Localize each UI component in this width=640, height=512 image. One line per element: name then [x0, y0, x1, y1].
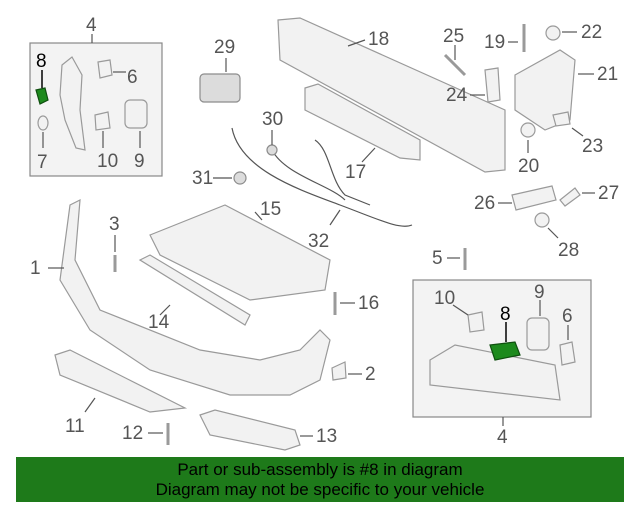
- fog-grille-13: [199, 409, 301, 451]
- absorber-14: [138, 254, 251, 326]
- callout-13: 13: [316, 426, 337, 447]
- nut-28: [534, 212, 550, 228]
- callout-16: 16: [358, 293, 379, 314]
- info-banner: Part or sub-assembly is #8 in diagram Di…: [16, 457, 624, 502]
- clip-6-top: [97, 59, 113, 79]
- callout-21: 21: [597, 64, 618, 85]
- callout-4-top: 4: [86, 15, 97, 36]
- callout-29: 29: [214, 37, 235, 58]
- callout-6-bottom: 6: [562, 306, 573, 327]
- bracket-4-top: [59, 56, 86, 151]
- callout-1: 1: [30, 258, 41, 279]
- callout-10-top: 10: [97, 151, 118, 172]
- bracket-24: [484, 67, 501, 103]
- bolt-23: [552, 111, 571, 127]
- module-29: [199, 73, 241, 103]
- cover-9-top: [124, 99, 148, 129]
- bracket-10-top: [94, 111, 111, 131]
- clip-2: [331, 361, 347, 381]
- callout-9-bottom: 9: [534, 282, 545, 303]
- grommet-7-top: [37, 115, 49, 131]
- callout-2: 2: [365, 364, 376, 385]
- callout-18: 18: [368, 29, 389, 50]
- nut-22: [545, 25, 561, 41]
- bolt-27: [559, 187, 581, 207]
- callout-28: 28: [558, 240, 579, 261]
- callout-5: 5: [432, 248, 443, 269]
- callout-4-bottom: 4: [497, 427, 508, 448]
- callout-7: 7: [37, 152, 48, 173]
- banner-line-2: Diagram may not be specific to your vehi…: [155, 480, 485, 499]
- callout-8-top: 8: [36, 51, 47, 72]
- callout-26: 26: [474, 193, 495, 214]
- lower-grille-11: [54, 349, 188, 413]
- callout-14: 14: [148, 312, 170, 333]
- callout-8-bottom: 8: [500, 304, 511, 325]
- bracket-26: [511, 185, 557, 211]
- callout-25: 25: [443, 26, 464, 47]
- callout-15: 15: [260, 199, 281, 220]
- harness-32: [231, 127, 413, 227]
- splash-shield-15: [149, 204, 331, 301]
- callout-3: 3: [109, 214, 120, 235]
- part-8-highlighted-bottom: [489, 341, 521, 361]
- callout-32: 32: [308, 231, 329, 252]
- callout-27: 27: [598, 183, 619, 204]
- sensor-31: [233, 171, 247, 185]
- callout-10-bottom: 10: [434, 288, 455, 309]
- bracket-21: [514, 49, 576, 131]
- callout-9-top: 9: [134, 151, 145, 172]
- callout-24: 24: [446, 85, 468, 106]
- absorber-17: [304, 83, 421, 161]
- clip-6-bottom: [559, 341, 576, 366]
- cover-9-bottom: [526, 317, 550, 351]
- bracket-4-bottom: [429, 344, 561, 401]
- part-8-highlighted-top: [35, 87, 49, 105]
- callout-31: 31: [192, 168, 213, 189]
- stud-25: [443, 53, 467, 77]
- callout-19: 19: [484, 32, 505, 53]
- callout-17: 17: [345, 162, 366, 183]
- reinforcement-18: [277, 17, 506, 173]
- callout-12: 12: [122, 423, 143, 444]
- parts-diagram: 4 6 7 8 10 9 18 17 29 30 31 32 19 22 25 …: [29, 15, 619, 451]
- callout-22: 22: [581, 22, 602, 43]
- callout-30: 30: [262, 109, 283, 130]
- harness-30: [271, 149, 346, 201]
- callout-23: 23: [582, 136, 603, 157]
- harness-branch: [314, 139, 371, 206]
- callout-20: 20: [518, 156, 539, 177]
- banner-line-1: Part or sub-assembly is #8 in diagram: [177, 460, 463, 479]
- callout-11: 11: [65, 416, 85, 437]
- nut-20: [520, 122, 536, 138]
- bracket-10-bottom: [467, 311, 485, 333]
- connector-30: [266, 144, 278, 156]
- bumper-cover-1: [59, 198, 331, 396]
- callout-6-top: 6: [127, 67, 138, 88]
